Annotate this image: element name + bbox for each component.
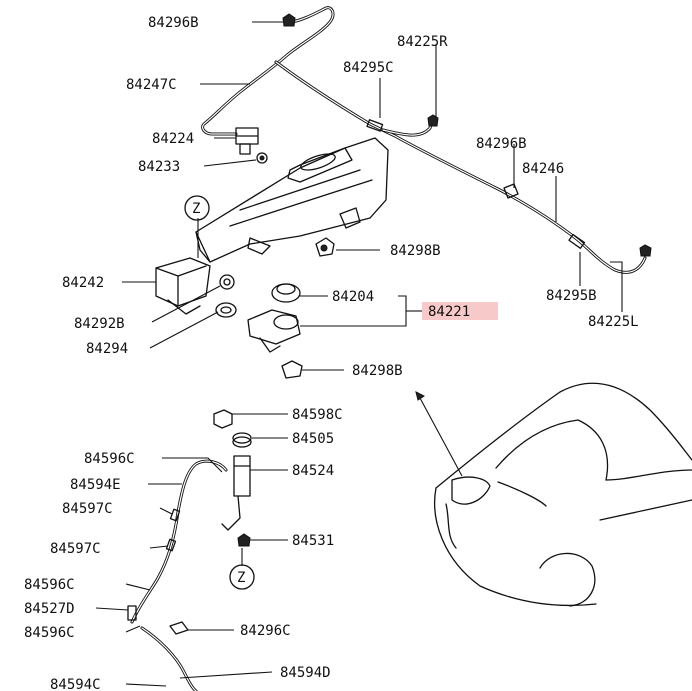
label-84246: 84246 xyxy=(522,161,564,177)
label-84294: 84294 xyxy=(86,341,128,357)
label-84296C: 84296C xyxy=(240,623,291,639)
label-84224: 84224 xyxy=(152,131,194,147)
label-84298B-lower: 84298B xyxy=(352,363,403,379)
nozzle-84225L xyxy=(639,244,652,257)
motor-84204 xyxy=(247,283,301,353)
label-84233: 84233 xyxy=(138,159,180,175)
zone-circle-upper xyxy=(184,195,210,221)
pump-84524 xyxy=(221,455,251,531)
label-84505: 84505 xyxy=(292,431,334,447)
label-84225L: 84225L xyxy=(588,314,639,330)
label-84296B-right: 84296B xyxy=(476,136,527,152)
label-84597C-b: 84597C xyxy=(50,541,101,557)
grommet-84233 xyxy=(256,152,268,164)
joint-84527D xyxy=(127,605,137,621)
grommet-84298B-upper xyxy=(315,237,335,257)
label-84295B: 84295B xyxy=(546,288,597,304)
grommet-84298B-lower xyxy=(281,360,303,379)
joint-84295C xyxy=(366,119,384,132)
washer-tank xyxy=(195,137,389,263)
clip-84296C xyxy=(169,621,189,635)
label-84531: 84531 xyxy=(292,533,334,549)
hose-84225R xyxy=(381,120,434,137)
seal-84294 xyxy=(215,302,237,318)
hose-84247C xyxy=(201,6,335,136)
label-84225R: 84225R xyxy=(397,34,448,50)
label-84596C-a: 84596C xyxy=(84,451,135,467)
hose-84246 xyxy=(274,60,647,274)
label-84298B-upper: 84298B xyxy=(390,243,441,259)
label-84598C: 84598C xyxy=(292,407,343,423)
label-84596C-c: 84596C xyxy=(24,625,75,641)
cap-84296B-top xyxy=(282,13,296,27)
label-84597C-a: 84597C xyxy=(62,501,113,517)
label-84594E: 84594E xyxy=(70,477,121,493)
label-84596C-b: 84596C xyxy=(24,577,75,593)
pump-84224 xyxy=(235,127,259,155)
label-84221: 84221 xyxy=(428,304,470,320)
label-84524: 84524 xyxy=(292,463,334,479)
label-84527D: 84527D xyxy=(24,601,75,617)
zone-circle-lower xyxy=(229,564,255,590)
label-84594C: 84594C xyxy=(50,677,101,691)
clip-84296B-right xyxy=(503,183,519,199)
label-84292B: 84292B xyxy=(74,316,125,332)
zone-label-lower: Z xyxy=(237,570,245,586)
grommet-84531 xyxy=(237,533,251,547)
clamp-84505 xyxy=(232,432,252,448)
label-84295C: 84295C xyxy=(343,60,394,76)
label-84296B-top: 84296B xyxy=(148,15,199,31)
hose-84594E xyxy=(130,459,228,624)
highlight-84221 xyxy=(422,302,498,320)
label-84594D: 84594D xyxy=(280,665,331,681)
bracket-84242 xyxy=(155,257,211,315)
leader-lines xyxy=(95,21,623,687)
label-84242: 84242 xyxy=(62,275,104,291)
car-sketch xyxy=(415,382,692,607)
nut-84292B xyxy=(219,274,235,290)
joint-84295B xyxy=(568,233,586,249)
label-84247C: 84247C xyxy=(126,77,177,93)
zone-label-upper: Z xyxy=(192,201,200,217)
label-84204: 84204 xyxy=(332,289,374,305)
nozzle-84598C xyxy=(213,409,233,429)
clips-84597C xyxy=(165,508,181,552)
hose-84594D xyxy=(140,626,198,691)
